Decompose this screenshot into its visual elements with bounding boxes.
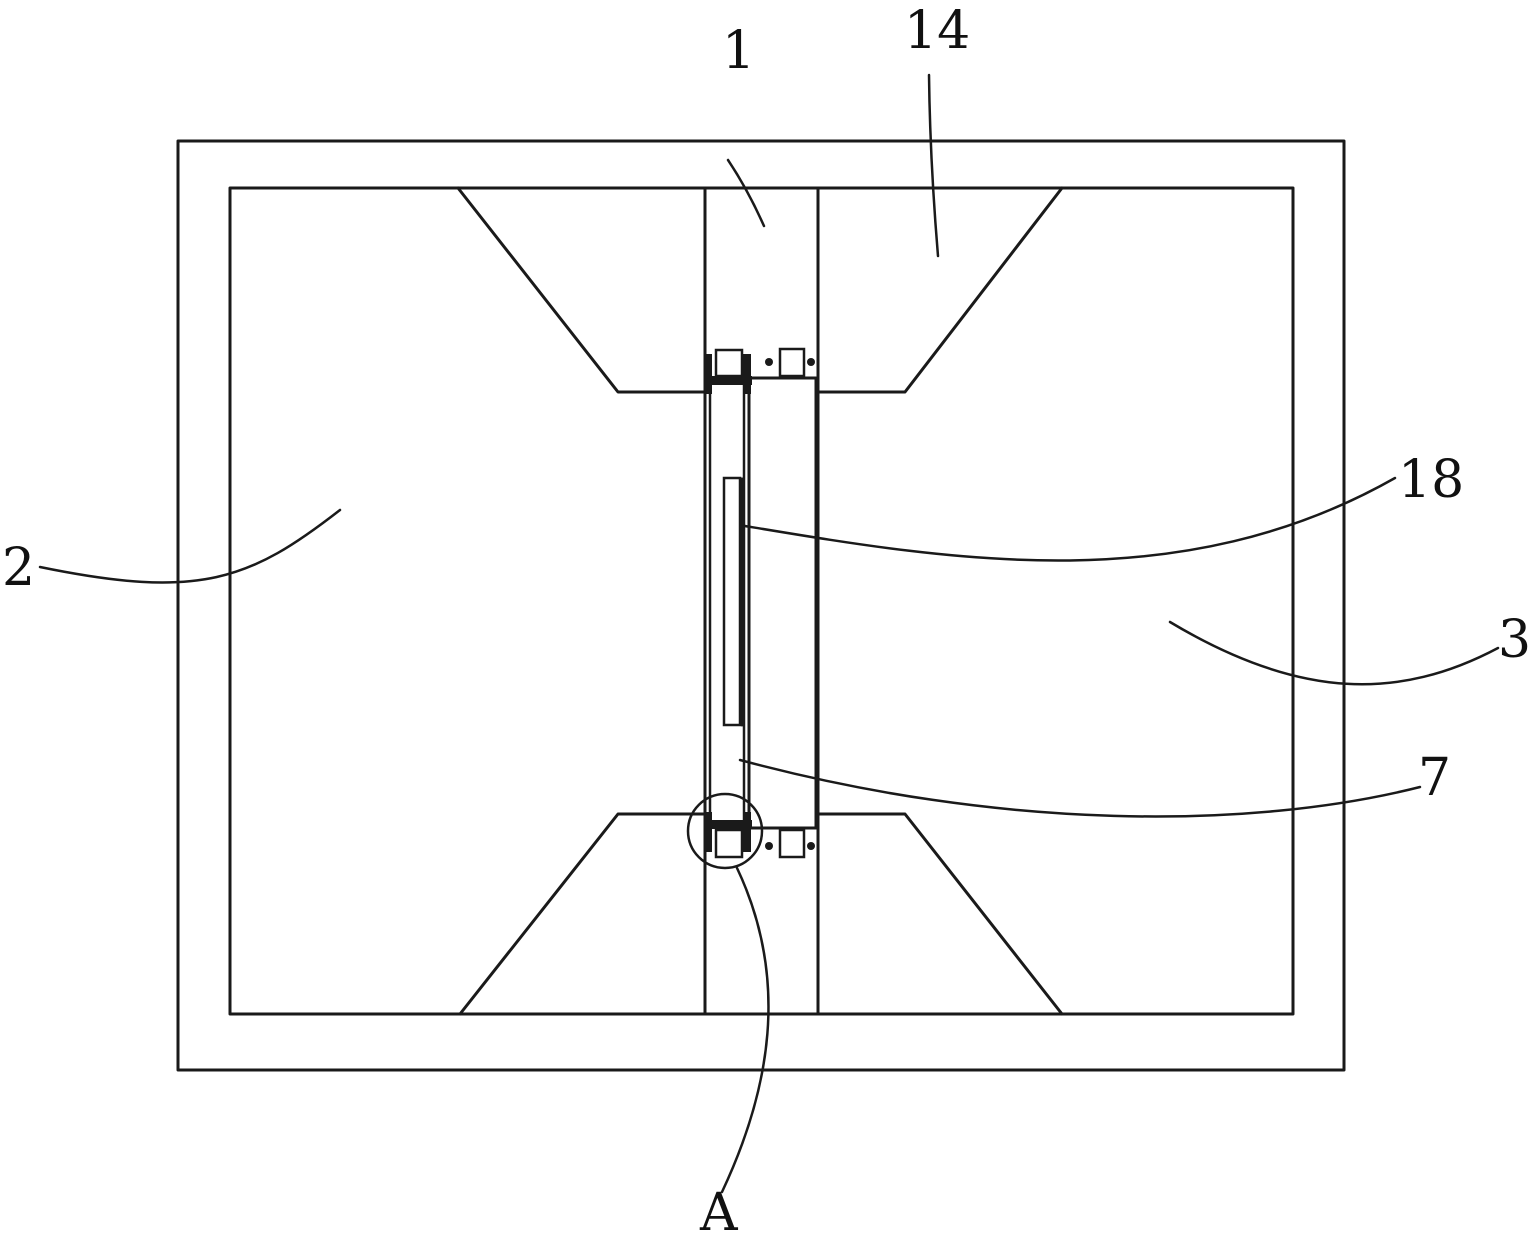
bottom-bolt-left	[765, 842, 773, 850]
label-a: A	[699, 1183, 739, 1238]
trapezoid-top-left	[456, 186, 707, 394]
top-roller-right	[778, 347, 806, 378]
top-roller-left	[714, 348, 744, 378]
top-roller-clamp-left	[704, 354, 712, 394]
top-roller-clamp-right	[743, 354, 751, 394]
detail-circle-a	[686, 792, 764, 870]
trapezoid-bottom-left	[458, 812, 707, 1016]
bottom-roller-clamp-right	[743, 812, 751, 852]
label-2: 2	[2, 538, 35, 598]
rail-body	[747, 376, 818, 830]
leader-3	[1168, 620, 1500, 686]
trapezoid-top-right	[816, 186, 1064, 394]
top-bolt-right	[807, 358, 815, 366]
bottom-roller-left	[714, 828, 744, 859]
trapezoid-bottom-right	[816, 812, 1064, 1016]
rail-slot	[722, 476, 742, 727]
label-18: 18	[1398, 450, 1464, 510]
label-1: 1	[722, 21, 755, 81]
leader-18	[743, 476, 1397, 562]
bottom-roller-right	[778, 828, 806, 859]
bottom-roller-clamp-left	[704, 812, 712, 852]
leader-1	[726, 158, 766, 228]
label-14: 14	[904, 1, 970, 61]
top-bolt-left	[765, 358, 773, 366]
leader-a	[720, 866, 770, 1194]
leader-14	[927, 73, 940, 258]
label-3: 3	[1498, 610, 1531, 670]
leader-7	[738, 758, 1422, 818]
inner-frame	[228, 186, 1295, 1016]
label-7: 7	[1418, 748, 1451, 808]
bottom-bolt-right	[807, 842, 815, 850]
top-roller-clamp	[704, 376, 752, 385]
outer-frame	[176, 139, 1346, 1072]
bottom-roller-clamp	[704, 820, 752, 829]
leader-2	[38, 508, 342, 584]
